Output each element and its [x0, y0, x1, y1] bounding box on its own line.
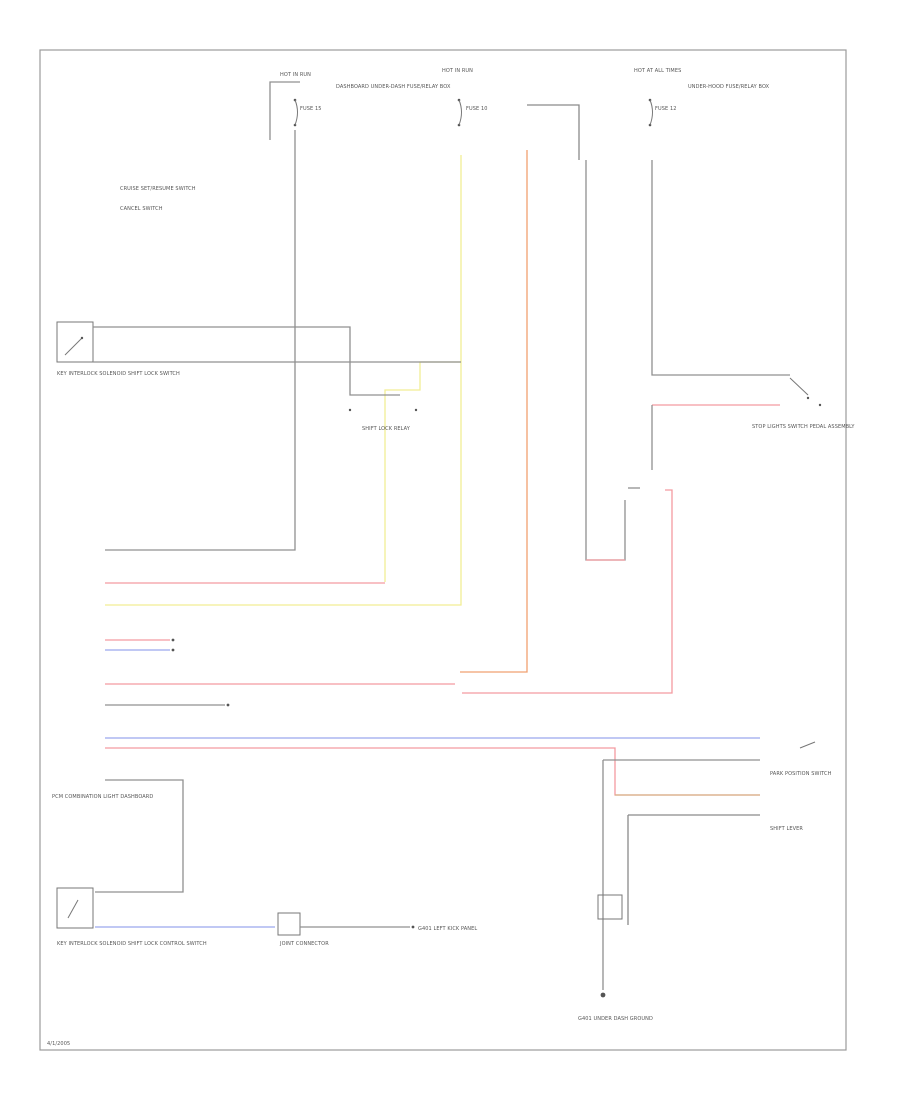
- top-relay-wire: [460, 104, 626, 673]
- fuse3-block-label: UNDER-HOOD FUSE/RELAY BOX: [688, 84, 770, 90]
- diagram-frame: [39, 49, 847, 1051]
- footer-label: 4/1/2005: [47, 1041, 70, 1047]
- top-fuse-2: HOT IN RUN FUSE 10: [105, 68, 488, 606]
- left-connector-rows: PCM COMBINATION LIGHT DASHBOARD: [52, 582, 760, 893]
- fuse1-hot-label: HOT IN RUN: [280, 72, 311, 78]
- bottom-ground: G401 UNDER DASH GROUND: [578, 894, 653, 1022]
- fuse1-name-label: FUSE 15: [300, 106, 322, 112]
- legend-1: CRUISE SET/RESUME SWITCH: [120, 186, 196, 192]
- shift-lever-label: SHIFT LEVER: [770, 826, 803, 832]
- left-switch: KEY INTERLOCK SOLENOID SHIFT LOCK SWITCH: [56, 321, 461, 396]
- fuse2-name-label: FUSE 10: [466, 106, 488, 112]
- fuse3-name-label: FUSE 12: [655, 106, 677, 112]
- ground-label: G401 LEFT KICK PANEL: [418, 926, 477, 932]
- relay-label: SHIFT LOCK RELAY: [362, 426, 411, 432]
- top-fuse-3: HOT AT ALL TIMES FUSE 12 UNDER-HOOD FUSE…: [634, 68, 790, 376]
- fuse1-block-label: DASHBOARD UNDER-DASH FUSE/RELAY BOX: [336, 84, 451, 90]
- fuse3-hot-label: HOT AT ALL TIMES: [634, 68, 681, 74]
- shift-lock-relay: SHIFT LOCK RELAY: [348, 408, 418, 432]
- top-fuse-1: HOT IN RUN FUSE 15 DASHBOARD UNDER-DASH …: [105, 72, 451, 551]
- stop-switch-label: STOP LIGHTS SWITCH PEDAL ASSEMBLY: [752, 424, 855, 430]
- ground-bottom-label: G401 UNDER DASH GROUND: [578, 1016, 653, 1022]
- right-connectors: SHIFT LEVER PARK POSITION SWITCH: [602, 741, 832, 990]
- left-switch-label: KEY INTERLOCK SOLENOID SHIFT LOCK SWITCH: [57, 371, 180, 377]
- stop-light-switch: STOP LIGHTS SWITCH PEDAL ASSEMBLY: [462, 377, 855, 694]
- park-pos-label: PARK POSITION SWITCH: [770, 771, 832, 777]
- key-interlock-switch: KEY INTERLOCK SOLENOID SHIFT LOCK CONTRO…: [56, 887, 477, 947]
- fuse2-hot-label: HOT IN RUN: [442, 68, 473, 74]
- pcm-label: PCM COMBINATION LIGHT DASHBOARD: [52, 794, 153, 800]
- legend-2: CANCEL SWITCH: [120, 206, 163, 212]
- joint-connector-label: JOINT CONNECTOR: [279, 941, 329, 947]
- key-switch-label: KEY INTERLOCK SOLENOID SHIFT LOCK CONTRO…: [57, 941, 207, 947]
